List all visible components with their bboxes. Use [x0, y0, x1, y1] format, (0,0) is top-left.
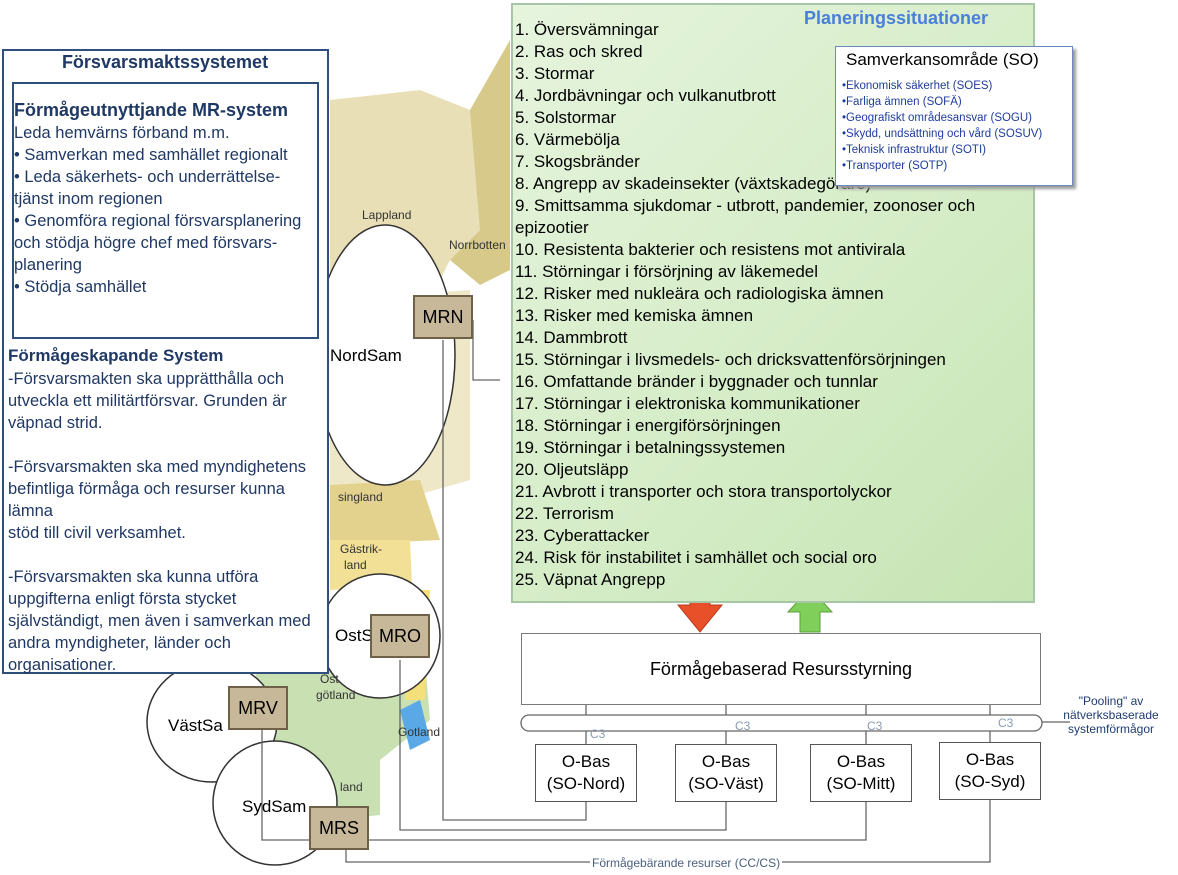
forsvarsmakt-panel [2, 49, 329, 674]
mr-system-box [12, 82, 319, 339]
map-label-gastrikland-1: Gästrik- [340, 542, 382, 556]
planning-item: 24. Risk för instabilitet i samhället oc… [515, 548, 877, 567]
planning-item: 5. Solstormar [515, 108, 617, 127]
mr-line: • Genomföra regional försvarsplanering o… [14, 212, 302, 274]
planning-item: 17. Störningar i elektroniska kommunikat… [515, 394, 860, 413]
planning-item: 11. Störningar i försörjning av läkemede… [515, 262, 819, 281]
forsvarsmakt-title: Försvarsmaktssystemet [61, 52, 269, 72]
mr-system-lines: Leda hemvärns förband m.m. • Samverkan m… [14, 122, 319, 298]
so-item: Ekonomisk säkerhet (SOES) [842, 78, 1074, 94]
mrs-box[interactable]: MRS [309, 806, 369, 850]
region-label-ostsam: OstS [335, 626, 373, 645]
planning-item: 14. Dammbrott [515, 328, 628, 347]
map-label-gotland: Gotland [398, 725, 441, 739]
mr-line: • Leda säkerhets- och underrättelse- tjä… [14, 168, 281, 208]
capability-resources-label: Förmågebärande resurser (CC/CS) [590, 856, 783, 870]
region-label-nordsam: NordSam [330, 346, 402, 365]
so-item: Farliga ämnen (SOFÄ) [842, 94, 1074, 110]
planning-item: 18. Störningar i energiförsörjningen [515, 416, 781, 435]
obas-vast-box[interactable]: O-Bas (SO-Väst) [675, 744, 777, 802]
planning-item: 12. Risker med nukleära och radiologiska… [515, 284, 884, 303]
planning-item: 13. Risker med kemiska ämnen [515, 306, 754, 325]
map-halsingland [330, 480, 440, 545]
obas-region: (SO-Väst) [688, 774, 764, 793]
capability-system-text: -Försvarsmakten ska upprätthålla och utv… [8, 370, 311, 674]
obas-title: O-Bas [561, 752, 611, 771]
obas-syd-box[interactable]: O-Bas (SO-Syd) [939, 742, 1041, 800]
mr-line: • Samverkan med samhället regionalt [14, 146, 288, 164]
mro-box[interactable]: MRO [370, 614, 430, 658]
so-item: Geografiskt områdesansvar (SOGU) [842, 110, 1074, 126]
pooling-note: "Pooling" av nätverksbaserade systemförm… [1063, 694, 1159, 736]
obas-region: (SO-Nord) [546, 774, 626, 793]
so-item: Transporter (SOTP) [842, 158, 1074, 174]
obas-region: (SO-Syd) [954, 772, 1026, 791]
planning-item: 7. Skogsbränder [515, 152, 640, 171]
so-item: Teknisk infrastruktur (SOTI) [842, 142, 1074, 158]
obas-title: O-Bas [965, 750, 1015, 769]
planning-list: 1. Översvämningar 2. Ras och skred 3. St… [515, 19, 1035, 591]
map-label-halsingland: singland [338, 490, 383, 504]
planning-item: 19. Störningar i betalningssystemen [515, 438, 786, 457]
resource-steering-box[interactable]: Förmågebaserad Resursstyrning [521, 633, 1041, 705]
planning-item: 20. Oljeutsläpp [515, 460, 629, 479]
obas-region: (SO-Mitt) [826, 774, 896, 793]
map-label-ostergotland-1: Öst [320, 672, 339, 686]
map-label-gastrikland-2: land [344, 558, 367, 572]
planning-title: Planeringssituationer [804, 8, 989, 28]
planning-item: 23. Cyberattacker [515, 526, 650, 545]
c3-label: C3 [590, 727, 606, 741]
obas-title: O-Bas [701, 752, 751, 771]
planning-item: 3. Stormar [515, 64, 595, 83]
obas-title: O-Bas [836, 752, 886, 771]
planning-item: 6. Värmebölja [515, 130, 620, 149]
c3-label: C3 [735, 719, 751, 733]
planning-item: 21. Avbrott i transporter och stora tran… [515, 482, 892, 501]
map-label-lappland: Lappland [362, 208, 412, 222]
c3-label: C3 [998, 716, 1014, 730]
planning-item: 9. Smittsamma sjukdomar - utbrott, pande… [515, 196, 976, 237]
mr-line: Leda hemvärns förband m.m. [14, 124, 230, 142]
obas-nord-box[interactable]: O-Bas (SO-Nord) [535, 744, 637, 802]
planning-item: 15. Störningar i livsmedels- och dricksv… [515, 350, 946, 369]
planning-item: 4. Jordbävningar och vulkanutbrott [515, 86, 776, 105]
so-list: Ekonomisk säkerhet (SOES) Farliga ämnen … [842, 78, 1074, 174]
planning-item: 1. Översvämningar [515, 20, 659, 39]
region-label-sydsam: SydSam [242, 797, 307, 816]
planning-item: 22. Terrorism [515, 504, 614, 523]
region-sydsam-ellipse [212, 740, 338, 866]
mr-system-heading: Förmågeutnyttjande MR-system [14, 100, 289, 120]
map-label-ostergotland-2: götland [316, 688, 356, 702]
map-label-smaland: land [340, 780, 363, 794]
map-label-norrbotten: Norrbotten [449, 238, 506, 252]
region-label-vastsam: VästSa [168, 716, 223, 735]
c3-bus [520, 714, 1043, 732]
obas-mitt-box[interactable]: O-Bas (SO-Mitt) [810, 744, 912, 802]
planning-item: 16. Omfattande bränder i byggnader och t… [515, 372, 878, 391]
c3-label: C3 [867, 719, 883, 733]
mrn-box[interactable]: MRN [413, 295, 473, 339]
planning-item: 8. Angrepp av skadeinsekter (växtskadegö… [515, 174, 872, 193]
so-item: Skydd, undsättning och vård (SOSUV) [842, 126, 1074, 142]
mr-line: • Stödja samhället [14, 278, 147, 296]
planning-item: 10. Resistenta bakterier och resistens m… [515, 240, 906, 259]
capability-system-heading: Förmågeskapande System [8, 346, 224, 365]
mrv-box[interactable]: MRV [228, 686, 288, 730]
planning-item: 2. Ras och skred [515, 42, 643, 61]
so-title: Samverkansområde (SO) [846, 50, 1039, 69]
planning-item: 25. Väpnat Angrepp [515, 570, 666, 589]
map-norrbotten [450, 40, 510, 285]
map-gotland [400, 700, 430, 750]
